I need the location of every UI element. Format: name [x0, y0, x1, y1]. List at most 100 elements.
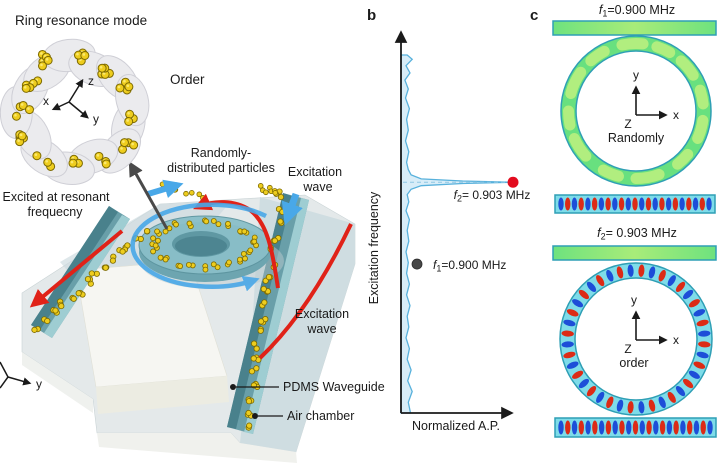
- ring-axes: [51, 78, 89, 119]
- pressure-antinode-blob: [666, 420, 673, 435]
- particle: [185, 261, 192, 268]
- right-channel-rim: [244, 198, 309, 434]
- pressure-antinode-blob: [679, 197, 685, 211]
- particle-highlight: [19, 133, 23, 137]
- particle-highlight: [17, 139, 20, 142]
- mode-patch: [651, 41, 676, 59]
- pressure-antinode-blob: [658, 396, 666, 409]
- particle: [246, 422, 253, 429]
- pressure-antinode-blob: [572, 299, 584, 308]
- particle: [253, 365, 260, 372]
- blue-circulation-arrow: [130, 202, 267, 292]
- pressure-antinode-blob: [605, 420, 612, 435]
- pressure-antinode-blob: [572, 370, 584, 379]
- sim2-z-label: Z: [624, 342, 631, 356]
- particle: [75, 290, 82, 297]
- pressure-antinode-blob: [632, 197, 638, 211]
- pressure-antinode-blob: [585, 197, 591, 211]
- waveguide-field-bar: [552, 20, 717, 36]
- pressure-antinode-blob: [616, 399, 624, 412]
- pressure-antinode-blob: [638, 401, 645, 414]
- particle: [277, 193, 285, 201]
- pressure-antinode-blob: [698, 330, 711, 337]
- particle-highlight: [96, 154, 100, 157]
- pressure-antinode-blob: [606, 396, 614, 409]
- red-flow-arrow-left: [29, 229, 124, 308]
- flow-arrows: [29, 179, 353, 360]
- particle: [94, 151, 104, 161]
- ring-outline: [559, 262, 713, 416]
- pressure-antinode-blob: [598, 420, 605, 435]
- mode-patch: [694, 84, 709, 110]
- pressure-antinode-blob: [645, 197, 652, 211]
- particle-highlight: [122, 140, 125, 143]
- blue-excitation-arrow-top: [147, 179, 184, 199]
- pressure-antinode-blob: [561, 341, 574, 348]
- particle: [257, 327, 264, 334]
- particle: [129, 140, 139, 150]
- pressure-antinode-blob: [578, 378, 590, 389]
- pressure-antinode-blob: [639, 197, 645, 211]
- sim2-axes: [631, 310, 668, 345]
- pressure-antinode-blob: [682, 289, 694, 300]
- particle: [143, 227, 151, 235]
- pressure-antinode-blob: [693, 309, 706, 317]
- pressure-antinode-blob: [688, 299, 700, 308]
- particle: [115, 83, 125, 93]
- particle: [11, 111, 21, 121]
- sim2-mode-label: order: [619, 356, 648, 370]
- particle-highlight: [103, 161, 107, 165]
- particle-highlight: [45, 160, 49, 163]
- particle: [279, 208, 286, 215]
- f2-marker-label: f2= 0.903 MHz: [454, 188, 531, 204]
- device-y-axis-label: y: [36, 377, 42, 391]
- pressure-antinode-blob: [612, 420, 618, 435]
- particle-highlight: [20, 103, 24, 106]
- particle: [245, 409, 252, 417]
- mode-patch: [630, 168, 665, 184]
- sim1-x-label: x: [673, 108, 679, 122]
- label-randomly-1: Randomly-: [191, 146, 251, 160]
- sim2-x-label: x: [673, 333, 679, 347]
- particle-highlight: [127, 111, 130, 115]
- x-axis-line: [51, 101, 70, 111]
- particle-highlight: [34, 153, 38, 157]
- particle-highlight: [123, 79, 126, 83]
- particle: [257, 183, 264, 189]
- callouts: [230, 384, 283, 419]
- particle-highlight: [27, 107, 30, 110]
- sim2-y-label: y: [631, 293, 637, 307]
- panel-b-letter: b: [367, 7, 376, 24]
- pressure-antinode-blob: [578, 289, 590, 300]
- pressure-antinode-blob: [693, 420, 700, 435]
- particle: [80, 50, 90, 60]
- ring-outline: [574, 277, 698, 401]
- label-air-chamber: Air chamber: [287, 409, 354, 423]
- pressure-antinode-blob: [688, 370, 700, 379]
- blue-excitation-arrow-right: [281, 192, 303, 226]
- pressure-antinode-blob: [565, 197, 571, 211]
- pressure-antinode-blob: [586, 281, 597, 292]
- particle: [240, 250, 247, 257]
- pressure-antinode-blob: [563, 351, 576, 359]
- particle: [124, 116, 134, 126]
- particle-highlight: [102, 72, 106, 75]
- pressure-antinode-blob: [699, 197, 705, 211]
- pressure-antinode-blob: [586, 386, 597, 397]
- x-axis-title: Normalized A.P.: [412, 419, 500, 433]
- particle: [124, 82, 134, 92]
- particle: [154, 228, 160, 235]
- particle: [109, 257, 117, 264]
- pressure-antinode-blob: [638, 264, 645, 277]
- mode-patch: [565, 66, 587, 100]
- pressure-antinode-blob: [646, 420, 652, 435]
- pressure-antinode-blob: [571, 420, 578, 435]
- pressure-antinode-blob: [619, 420, 625, 435]
- particle-highlight: [82, 53, 86, 56]
- particle: [215, 221, 222, 228]
- ring-outline: [575, 50, 697, 172]
- particle: [43, 55, 53, 65]
- particle: [202, 266, 209, 273]
- particle: [245, 398, 253, 405]
- sim1-axes: [631, 85, 668, 120]
